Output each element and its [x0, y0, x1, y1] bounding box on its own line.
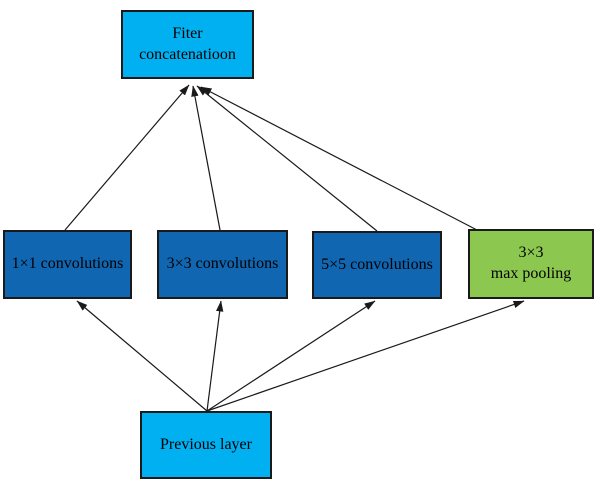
- node-label: Fiter concatenatioon: [139, 24, 236, 63]
- edge-arrow: [76, 300, 208, 412]
- edge-arrow: [196, 85, 378, 232]
- node-3x3-max-pooling: 3×3 max pooling: [468, 229, 594, 299]
- node-label: 3×3 max pooling: [490, 244, 572, 282]
- node-label: 1×1 convolutions: [11, 255, 124, 273]
- edge-arrow: [206, 300, 525, 412]
- node-5x5-convolutions: 5×5 convolutions: [312, 231, 442, 299]
- edge-arrow: [200, 86, 478, 231]
- edge-arrow: [191, 85, 221, 231]
- node-label: Previous layer: [160, 435, 252, 453]
- node-1x1-convolutions: 1×1 convolutions: [3, 230, 132, 299]
- node-label: 3×3 convolutions: [166, 255, 279, 273]
- node-label: 5×5 convolutions: [321, 255, 433, 273]
- edge-arrow: [206, 300, 224, 412]
- edge-arrow: [64, 84, 190, 231]
- node-filter-concatenation: Fiter concatenatioon: [121, 10, 254, 79]
- node-previous-layer: Previous layer: [140, 411, 272, 479]
- node-3x3-convolutions: 3×3 convolutions: [157, 230, 288, 299]
- edge-arrow: [206, 300, 376, 412]
